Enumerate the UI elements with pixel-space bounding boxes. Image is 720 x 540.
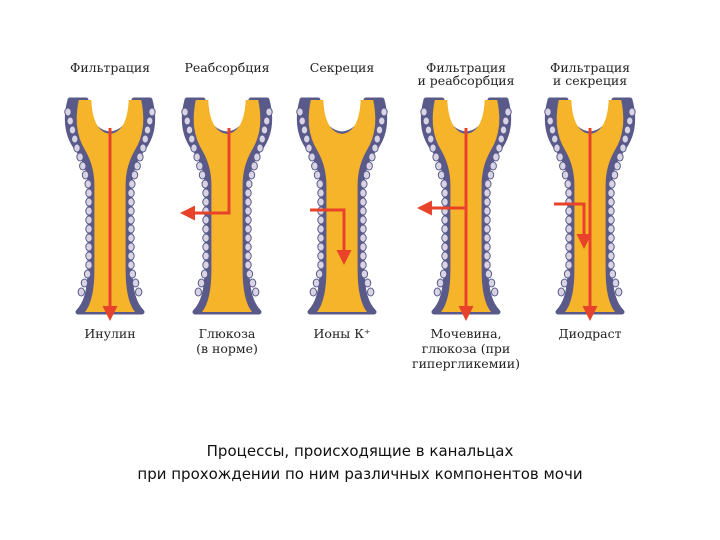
- bottom-label: (в норме): [196, 341, 258, 356]
- bottom-label: Диодраст: [558, 326, 621, 341]
- top-label: Фильтрация: [550, 60, 630, 75]
- secretion-arrow: [310, 208, 352, 265]
- bottom-label: Мочевина,: [430, 326, 501, 341]
- top-label: и реабсорбция: [418, 73, 515, 88]
- caption-line-2: при прохождении по ним различных компоне…: [137, 465, 583, 483]
- bottom-label: глюкоза (при: [422, 341, 511, 356]
- top-label: и секреция: [553, 73, 627, 88]
- reabsorption-arrow: [180, 128, 231, 221]
- bottom-label: гипергликемии): [412, 356, 520, 371]
- bottom-label: Инулин: [84, 326, 135, 341]
- bottom-label: Глюкоза: [199, 326, 256, 341]
- tubule-lumen: [193, 100, 261, 312]
- top-label: Фильтрация: [426, 60, 506, 75]
- top-label: Секреция: [310, 60, 375, 75]
- secretion-arrow: [554, 202, 592, 249]
- caption-line-1: Процессы, происходящие в канальцах: [206, 442, 514, 460]
- tubule-lumen: [308, 100, 376, 312]
- bottom-label: Ионы К⁺: [314, 326, 371, 341]
- top-label: Реабсорбция: [184, 60, 269, 75]
- top-label: Фильтрация: [70, 60, 150, 75]
